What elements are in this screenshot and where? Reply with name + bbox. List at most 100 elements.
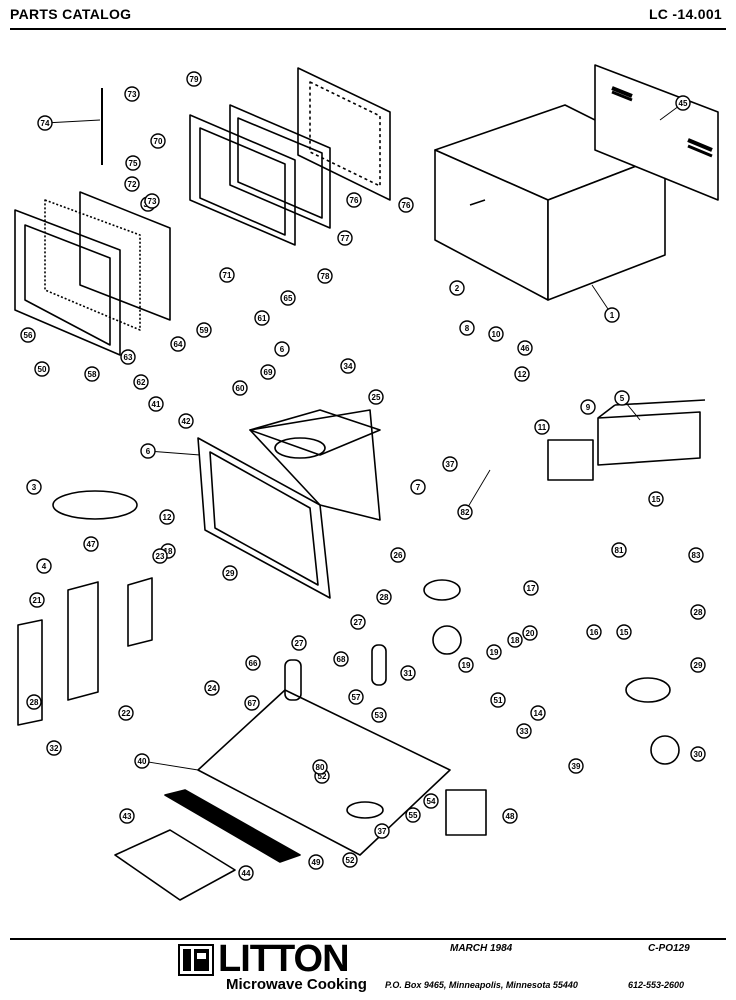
part-callout: 49 [308,854,324,870]
part-callout: 62 [133,374,149,390]
footer-rule [10,938,726,940]
part-number-label: 51 [494,696,503,705]
part-callout: 73 [124,86,140,102]
part-callout: 27 [350,614,366,630]
part-number-label: 20 [526,629,535,638]
part-callout: 15 [648,491,664,507]
part-number-label: 81 [615,546,624,555]
part-callout: 63 [120,349,136,365]
part-callout: 83 [688,547,704,563]
part-callout: 79 [186,71,202,87]
part-callout: 51 [490,692,506,708]
part-number-label: 76 [350,196,359,205]
part-number-label: 16 [590,628,599,637]
part-callout: 58 [84,366,100,382]
part-callout: 76 [398,197,414,213]
part-callout: 42 [178,413,194,429]
part-number-label: 28 [380,593,389,602]
part-number-label: 22 [122,709,131,718]
part-callout: 1 [604,307,620,323]
part-number-label: 70 [154,137,163,146]
part-callout: 27 [291,635,307,651]
part-callout: 57 [348,689,364,705]
part-number-label: 28 [694,608,703,617]
part-number-label: 2 [455,284,460,293]
part-number-label: 25 [372,393,381,402]
part-number-label: 57 [352,693,361,702]
part-number-label: 60 [236,384,245,393]
part-number-label: 28 [30,698,39,707]
part-number-label: 72 [128,180,137,189]
litton-logo-mark [178,944,214,976]
part-callout: 43 [119,808,135,824]
company-phone: 612-553-2600 [628,980,685,990]
oven-cavity [197,409,381,599]
control-panel [17,577,153,726]
part-callout: 15 [616,624,632,640]
part-number-label: 23 [156,552,165,561]
part-callout: 55 [405,807,421,823]
part-number-label: 7 [416,483,421,492]
part-callout: 66 [245,655,261,671]
part-callout: 30 [690,746,706,762]
part-callout: 19 [458,657,474,673]
exploded-parts-diagram: 1234566789101112121415151617181819192021… [14,64,719,901]
part-callout: 28 [690,604,706,620]
part-callout: 67 [244,695,260,711]
part-callout: 56 [20,327,36,343]
part-number-label: 17 [527,584,536,593]
part-number-label: 32 [50,744,59,753]
part-callout: 54 [423,793,439,809]
company-address: P.O. Box 9465, Minneapolis, Minnesota 55… [385,980,578,990]
stirrer-blade [52,490,138,520]
part-callout: 68 [333,651,349,667]
part-number-label: 65 [284,294,293,303]
part-callout: 59 [196,322,212,338]
part-number-label: 73 [148,197,157,206]
part-number-label: 37 [446,460,455,469]
waveguide [597,399,706,466]
part-number-label: 12 [518,370,527,379]
part-number-label: 79 [190,75,199,84]
part-number-label: 82 [461,508,470,517]
part-callout: 4 [36,558,52,574]
part-callout: 53 [371,707,387,723]
badge-box [114,829,236,901]
part-number-label: 6 [280,345,285,354]
part-callout: 69 [260,364,276,380]
part-number-label: 61 [258,314,267,323]
part-number-label: 33 [520,727,529,736]
part-callout: 37 [442,456,458,472]
part-number-label: 68 [337,655,346,664]
part-callout: 21 [29,592,45,608]
part-callout: 76 [346,192,362,208]
brand-name: LITTON [218,938,350,980]
part-callout: 16 [586,624,602,640]
part-number-label: 77 [341,234,350,243]
part-number-label: 6 [146,447,151,456]
part-callout: 17 [523,580,539,596]
part-callout: 19 [486,644,502,660]
part-callout: 9 [580,399,596,415]
part-callout: 32 [46,740,62,756]
part-number-label: 73 [128,90,137,99]
part-number-label: 40 [138,757,147,766]
part-callout: 75 [125,155,141,171]
fan-motor-2 [650,735,680,765]
part-number-label: 52 [346,856,355,865]
part-number-label: 47 [87,540,96,549]
part-number-label: 1 [610,311,615,320]
part-number-label: 55 [409,811,418,820]
part-callout: 6 [140,443,156,459]
part-number-label: 53 [375,711,384,720]
part-callout: 39 [568,758,584,774]
part-number-label: 11 [538,423,547,432]
part-callout: 5 [614,390,630,406]
part-number-label: 9 [586,403,591,412]
part-callout: 33 [516,723,532,739]
part-callout: 47 [83,536,99,552]
part-number-label: 49 [312,858,321,867]
part-callout: 12 [514,366,530,382]
part-callout: 45 [675,95,691,111]
part-callout: 28 [376,589,392,605]
